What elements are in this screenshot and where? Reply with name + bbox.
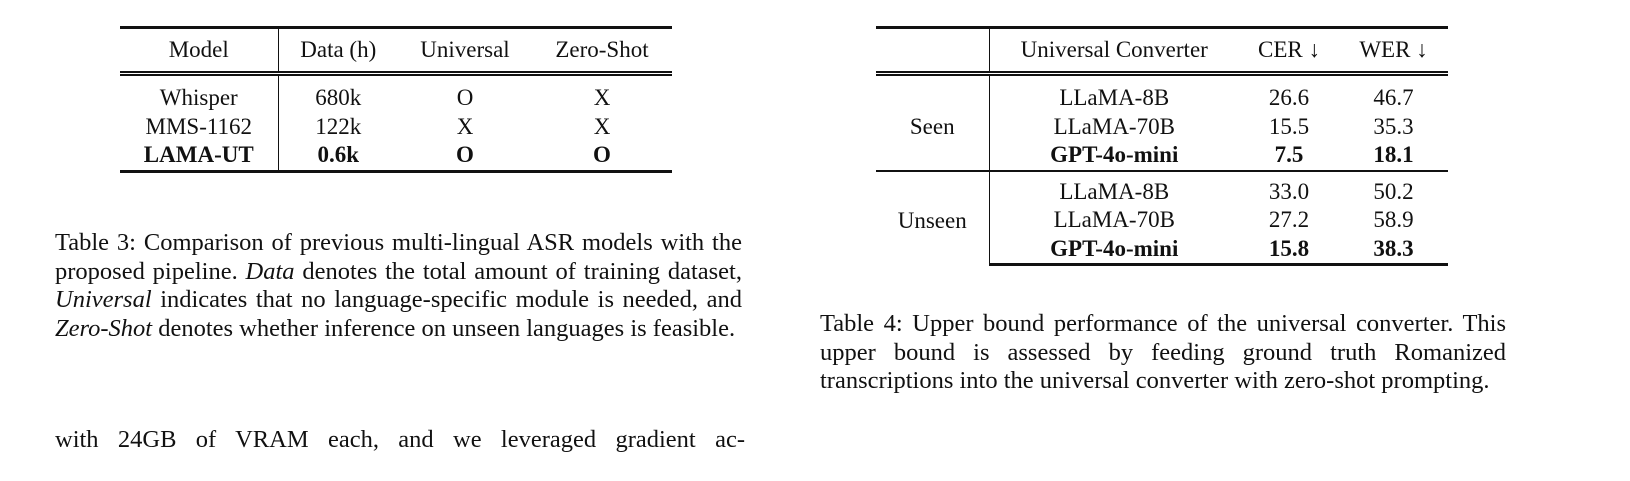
cell-zero-shot: X — [593, 113, 611, 139]
cell-wer: 58.9 — [1373, 207, 1414, 232]
header-data: Data (h) — [278, 26, 398, 74]
cell-universal: O — [456, 85, 474, 110]
caption-term: Universal — [55, 286, 152, 314]
cell-wer: 50.2 — [1339, 169, 1448, 206]
header-model: Model — [120, 26, 279, 74]
group-label-unseen: Unseen — [876, 169, 990, 265]
cell-data: 122k — [315, 113, 362, 139]
table-3-caption: Table 3: Comparison of previous multi-li… — [55, 229, 742, 343]
table-row: Unseen LLaMA-8B 33.0 50.2 — [876, 169, 1448, 265]
table-row: LLaMA-70B 27.2 58.9 — [876, 206, 1448, 235]
caption-text: indicates that no language-specific modu… — [151, 286, 742, 314]
table-row: MMS-1162 122k X X — [120, 112, 672, 141]
cell-converter: LLaMA-8B — [1059, 85, 1170, 110]
cell-wer: 35.3 — [1373, 113, 1414, 139]
table-4: Universal Converter CER ↓ WER ↓ Seen LLa… — [876, 26, 1448, 266]
header-zero-shot: Zero-Shot — [532, 26, 672, 74]
cell-data: 0.6k — [278, 141, 398, 173]
header-converter: Universal Converter — [989, 26, 1239, 74]
cell-wer: 46.7 — [1373, 85, 1414, 110]
cell-model: MMS-1162 — [120, 112, 279, 141]
cell-cer: 27.2 — [1268, 207, 1310, 232]
cell-model: LAMA-UT — [120, 141, 279, 173]
cell-converter: LLaMA-70B — [1053, 113, 1175, 139]
cell-cer: 26.6 — [1268, 85, 1310, 110]
cell-converter: LLaMA-8B — [989, 169, 1239, 206]
table-row: GPT-4o-mini 7.5 18.1 — [876, 141, 1448, 171]
table-row: LAMA-UT 0.6k O O — [120, 141, 672, 173]
header-group — [876, 26, 990, 74]
table-row: LLaMA-70B 15.5 35.3 — [876, 113, 1448, 142]
header-universal: Universal — [398, 26, 532, 74]
cell-wer: 38.3 — [1339, 234, 1448, 266]
caption-text: denotes whether inference on unseen lang… — [152, 314, 736, 342]
cell-zero-shot: O — [532, 141, 672, 173]
cell-wer: 18.1 — [1373, 142, 1414, 167]
caption-text: Table 3: Comparison of previous multi-li… — [55, 229, 742, 285]
caption-term: Data — [245, 257, 295, 285]
header-cer: CER ↓ — [1239, 26, 1339, 74]
cell-converter: GPT-4o-mini — [1050, 142, 1179, 167]
cell-model: Whisper — [120, 73, 279, 113]
table-row: Seen LLaMA-8B 26.6 46.7 — [876, 73, 1448, 171]
table-row: GPT-4o-mini 15.8 38.3 — [876, 234, 1448, 266]
body-text: with 24GB of VRAM each, and we leveraged… — [55, 426, 745, 453]
cell-cer: 15.8 — [1239, 234, 1339, 266]
table-3: Model Data (h) Universal Zero-Shot Whisp… — [120, 26, 672, 173]
caption-text: denotes the total amount of training dat… — [294, 257, 742, 285]
cell-converter: LLaMA-70B — [1053, 207, 1175, 232]
cell-cer: 33.0 — [1239, 169, 1339, 206]
group-label-seen: Seen — [876, 73, 990, 171]
cell-cer: 15.5 — [1268, 113, 1310, 139]
table-row: Whisper 680k O X — [120, 73, 672, 113]
cell-converter: GPT-4o-mini — [989, 234, 1239, 266]
cell-zero-shot: X — [593, 85, 611, 110]
header-wer: WER ↓ — [1339, 26, 1448, 74]
table-4-caption: Table 4: Upper bound performance of the … — [820, 310, 1506, 395]
cell-cer: 7.5 — [1274, 142, 1304, 167]
cell-data: 680k — [315, 85, 362, 110]
cell-universal: X — [456, 113, 474, 139]
caption-term: Zero-Shot — [55, 314, 153, 342]
cell-universal: O — [398, 141, 532, 173]
